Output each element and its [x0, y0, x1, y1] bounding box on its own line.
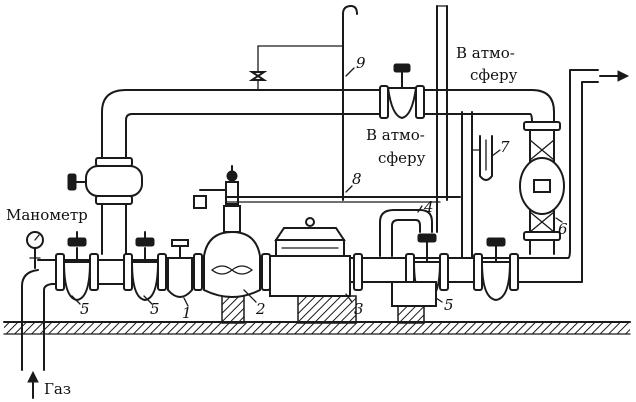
callout-9: 9: [356, 54, 366, 72]
callout-6: 6: [558, 220, 568, 238]
callout-2: 2: [255, 300, 266, 318]
gate-valve-1: [62, 231, 92, 302]
gas-label: Газ: [44, 380, 71, 398]
shutoff-valve: [193, 165, 261, 298]
callout-3: 3: [354, 300, 364, 318]
supports: [221, 295, 425, 324]
callout-7: 7: [500, 138, 510, 156]
bypass-valve: [379, 63, 425, 120]
filter-1: [167, 239, 193, 298]
gate-valve-2: [130, 231, 160, 302]
manometer-label: Манометр: [6, 206, 88, 224]
vent-line-9: [248, 5, 358, 201]
manometer: [26, 231, 44, 269]
callout-5c: 5: [444, 296, 454, 314]
impulse-line-8: [225, 196, 461, 203]
atm-label-1-line2: сферу: [470, 66, 518, 84]
callout-4: 4: [423, 198, 434, 216]
callout-5a: 5: [80, 300, 90, 318]
callout-8: 8: [352, 170, 362, 188]
gate-valve-4: [480, 237, 512, 302]
callout-5b: 5: [150, 300, 160, 318]
gas-meter: [519, 121, 565, 255]
relief-valve: [379, 209, 437, 307]
atm-label-2-line1: В атмо-: [366, 126, 425, 144]
pressure-regulator: [269, 217, 351, 297]
callout-1: 1: [182, 304, 192, 322]
vent-stack: [436, 5, 473, 259]
atm-label-2-line2: сферу: [378, 149, 426, 167]
bypass-line: [67, 89, 555, 255]
diff-manometer: [471, 135, 493, 181]
inlet-pipe: [21, 269, 53, 399]
atm-label-1-line1: В атмо-: [456, 44, 515, 62]
outlet-pipe: [559, 69, 630, 283]
ground: [3, 321, 631, 335]
